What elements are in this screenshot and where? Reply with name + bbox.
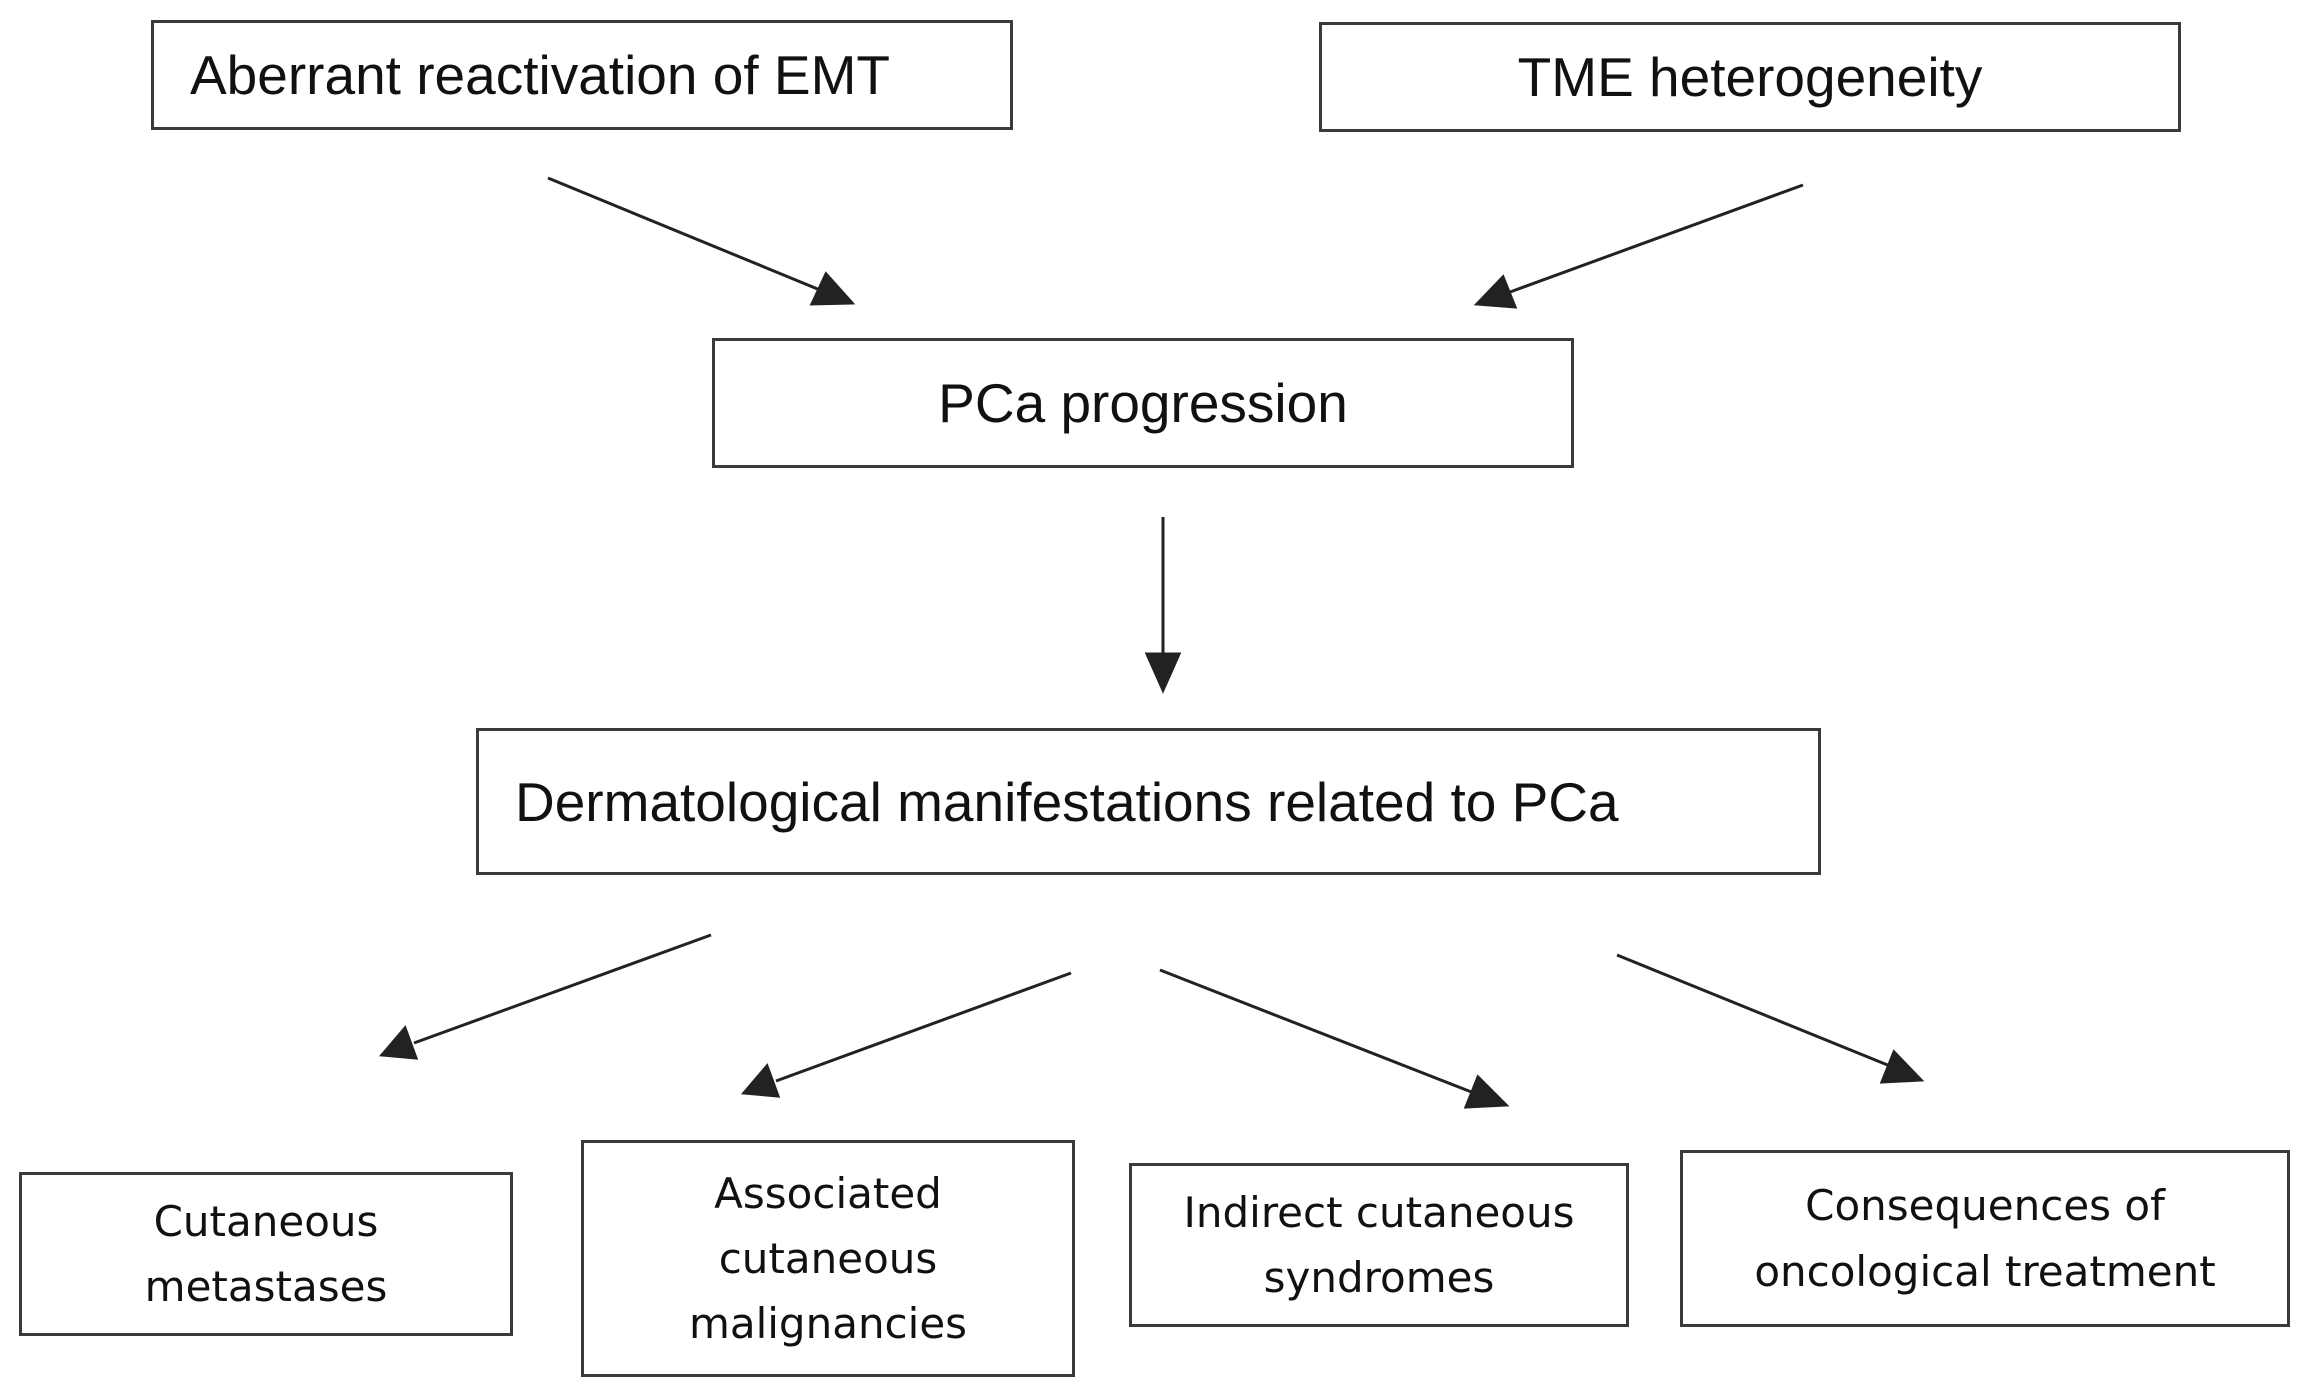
arrow-emt-to-pca: [547, 176, 856, 306]
arrow-tme-to-pca: [1473, 183, 1804, 309]
node-cutaneous-metastases: Cutaneous metastases: [19, 1172, 513, 1336]
node-consequences-treatment-label: Consequences of oncological treatment: [1754, 1181, 2216, 1296]
node-associated-malignancies-label: Associated cutaneous malignancies: [688, 1168, 968, 1349]
node-indirect-syndromes: Indirect cutaneous syndromes: [1129, 1163, 1629, 1327]
node-tme: TME heterogeneity: [1319, 22, 2181, 132]
arrow-derm-to-indirect-syndromes: [1159, 968, 1510, 1109]
node-emt: Aberrant reactivation of EMT: [151, 20, 1013, 130]
node-consequences-treatment: Consequences of oncological treatment: [1680, 1150, 2290, 1327]
node-indirect-syndromes-label: Indirect cutaneous syndromes: [1183, 1187, 1575, 1302]
node-dermatological-label: Dermatological manifestations related to…: [515, 770, 1619, 833]
node-emt-label: Aberrant reactivation of EMT: [190, 44, 891, 106]
node-cutaneous-metastases-label: Cutaneous metastases: [144, 1196, 388, 1311]
arrow-derm-to-cutaneous-metastases: [378, 933, 712, 1060]
arrow-derm-to-associated-malignancies: [740, 971, 1072, 1098]
node-tme-label: TME heterogeneity: [1517, 46, 1983, 108]
node-pca-progression-label: PCa progression: [938, 372, 1348, 434]
node-pca-progression: PCa progression: [712, 338, 1574, 468]
arrow-pca-to-derm: [1144, 517, 1182, 694]
node-dermatological: Dermatological manifestations related to…: [476, 728, 1821, 875]
node-associated-malignancies: Associated cutaneous malignancies: [581, 1140, 1075, 1377]
arrow-derm-to-consequences: [1616, 953, 1925, 1084]
